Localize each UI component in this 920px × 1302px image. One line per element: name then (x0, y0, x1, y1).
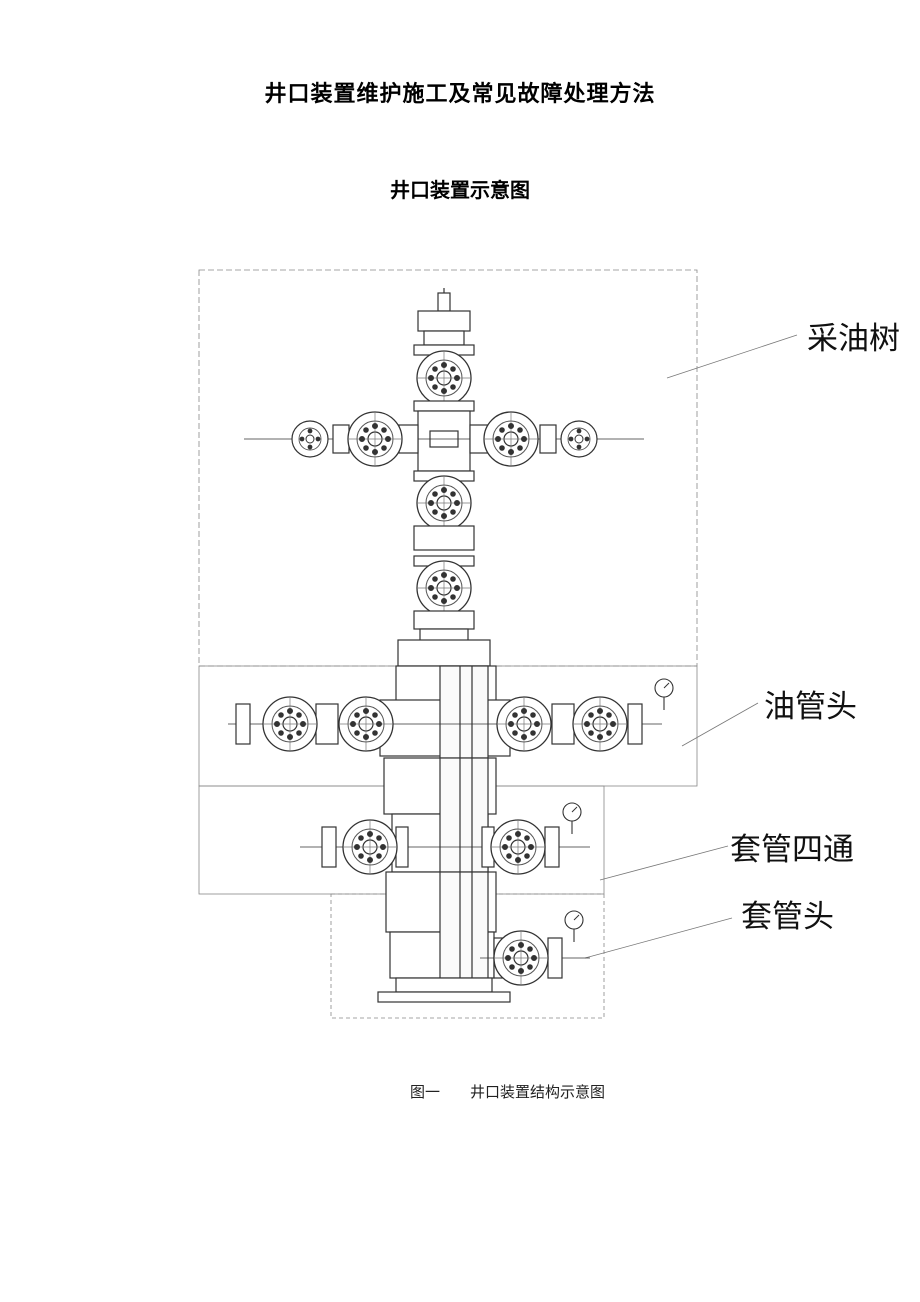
christmas-tree-drawing (244, 288, 644, 667)
label-casing-spool: 套管四通 (730, 832, 854, 868)
leader-casing-spool (599, 845, 729, 881)
document-title: 井口装置维护施工及常见故障处理方法 (264, 81, 656, 107)
figure-caption: 图一 井口装置结构示意图 (410, 1081, 605, 1102)
caption-text: 井口装置结构示意图 (470, 1083, 606, 1101)
casing-head-drawing (377, 871, 590, 1003)
label-casing-head: 套管头 (741, 899, 834, 935)
leader-tubing-head (681, 702, 759, 747)
leader-christmas-tree (666, 334, 798, 379)
figure-heading: 井口装置示意图 (390, 178, 530, 202)
label-tubing-head: 油管头 (764, 689, 857, 725)
label-christmas-tree: 采油树 (807, 321, 900, 357)
leader-casing-head (584, 917, 733, 959)
caption-number: 图一 (410, 1083, 441, 1101)
casing-spool-drawing (300, 757, 590, 895)
